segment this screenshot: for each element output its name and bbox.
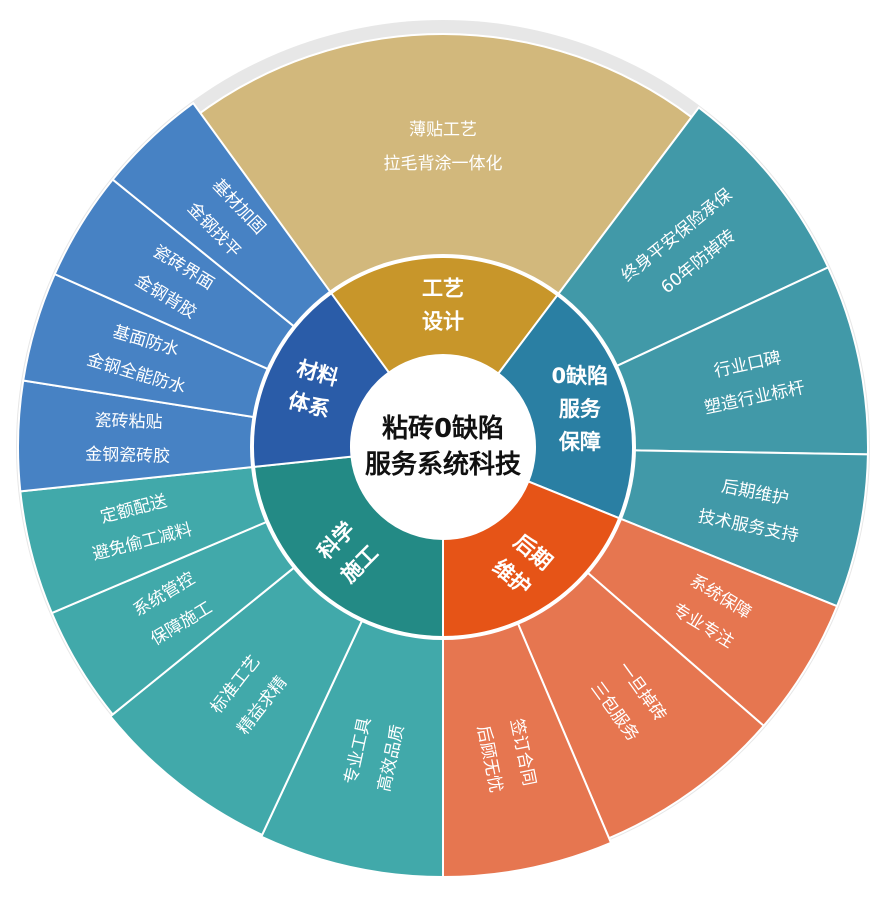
inner-segment-label-line: 设计: [422, 310, 464, 334]
center-title-line2: 服务系统科技: [365, 449, 521, 480]
outer-segment-label-line: 薄贴工艺: [409, 120, 477, 140]
center-title-line1: 粘砖0缺陷: [382, 414, 504, 444]
inner-segment-label-line: 0缺陷: [552, 364, 609, 388]
inner-segment-label-line: 工艺: [422, 277, 464, 301]
outer-segment-label-line: 金钢瓷砖胶: [85, 445, 170, 467]
inner-segment-label-line: 保障: [558, 430, 601, 454]
outer-segment-label-line: 瓷砖粘贴: [94, 411, 163, 433]
center-circle: [351, 355, 535, 539]
outer-segment-label-line: 拉毛背涂一体化: [384, 154, 503, 174]
inner-segment-label-line: 服务: [559, 397, 602, 421]
